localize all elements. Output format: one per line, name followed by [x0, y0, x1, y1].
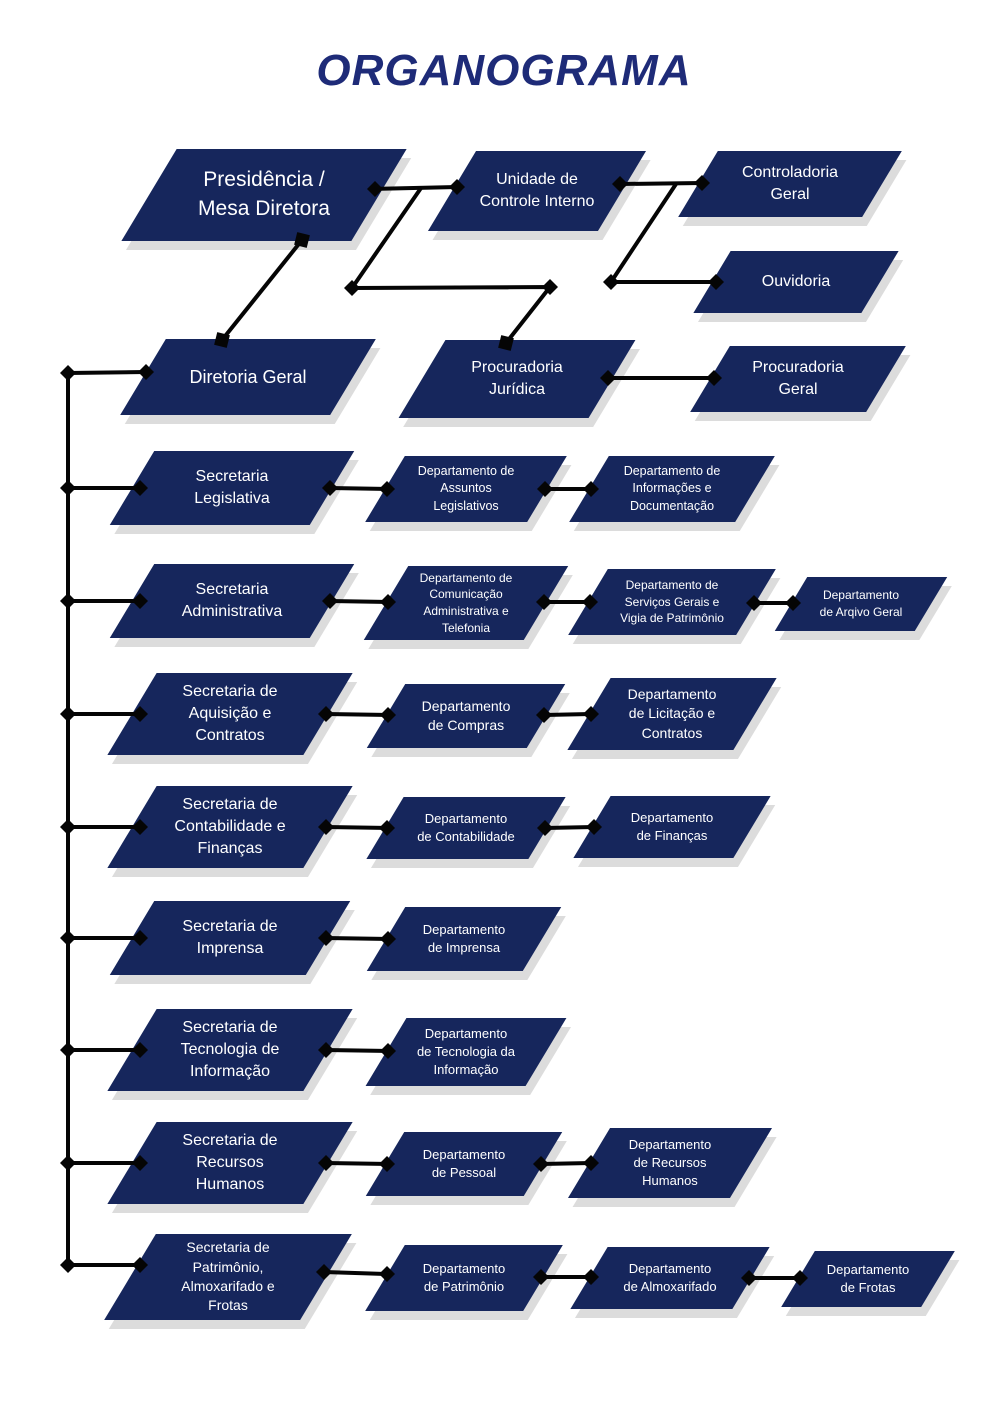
org-node-label: Departamento de Licitação e Contratos — [627, 686, 717, 741]
org-node-label: Secretaria Administrativa — [181, 580, 283, 620]
connector-line — [67, 370, 147, 375]
org-node-sec-aquisicao-contratos: Secretaria de Aquisição e Contratos — [107, 673, 353, 755]
org-node-label: Diretoria Geral — [189, 366, 307, 387]
org-node-dep-informacoes-documentacao: Departamento de Informações e Documentaç… — [569, 456, 775, 522]
org-node-procuradoria-juridica: Procuradoria Jurídica — [398, 340, 636, 418]
org-node-label: Departamento de Imprensa — [422, 922, 506, 955]
org-node-label: Unidade de Controle Interno — [479, 170, 595, 210]
org-node-label: Departamento de Finanças — [630, 810, 714, 843]
connector-line — [323, 1270, 388, 1276]
connector-line — [540, 1161, 592, 1166]
org-node-label: Departamento de Almoxarifado — [623, 1261, 717, 1294]
org-node-label: Departamento de Compras — [421, 697, 511, 733]
org-node-unidade-controle-interno: Unidade de Controle Interno — [427, 151, 647, 231]
org-node-label: Secretaria de Patrimônio, Almoxarifado e… — [181, 1239, 275, 1314]
org-node-presidencia: Presidência / Mesa Diretora — [121, 149, 407, 241]
diamond-endpoint-icon — [60, 819, 76, 835]
org-node-sec-tecnologia: Secretaria de Tecnologia de Informação — [107, 1009, 353, 1091]
org-node-label: Departamento de Contabilidade — [417, 811, 515, 844]
org-node-sec-contabilidade-financas: Secretaria de Contabilidade e Finanças — [107, 786, 353, 868]
org-node-sec-patrimonio: Secretaria de Patrimônio, Almoxarifado e… — [104, 1234, 352, 1320]
org-node-dep-comunicacao: Departamento de Comunicação Administrati… — [363, 566, 569, 640]
org-node-label: Procuradoria Jurídica — [471, 358, 563, 398]
org-node-label: Secretaria de Recursos Humanos — [182, 1131, 278, 1194]
org-node-label: Departamento de Comunicação Administrati… — [419, 570, 513, 635]
org-node-dep-arqivo-geral: Departamento de Arqivo Geral — [774, 577, 948, 631]
org-node-dep-licitacao-contratos: Departamento de Licitação e Contratos — [567, 678, 777, 750]
org-node-sec-administrativa: Secretaria Administrativa — [109, 564, 355, 638]
diamond-endpoint-icon — [60, 365, 76, 381]
org-node-dep-compras: Departamento de Compras — [366, 684, 566, 748]
org-node-label: Departamento de Assuntos Legislativos — [417, 464, 515, 513]
org-node-dep-servicos-gerais: Departamento de Serviços Gerais e Vigia … — [568, 569, 776, 635]
org-node-label: Departamento de Recursos Humanos — [628, 1137, 712, 1188]
connector-line — [325, 1048, 389, 1053]
connector-line — [543, 712, 592, 717]
org-node-ouvidoria: Ouvidoria — [693, 251, 899, 313]
connector-line — [325, 1161, 388, 1166]
connector-line — [325, 712, 389, 717]
org-node-dep-patrimonio: Departamento de Patrimônio — [365, 1245, 563, 1311]
connector-line — [619, 181, 703, 186]
diamond-endpoint-icon — [60, 1257, 76, 1273]
org-node-dep-assuntos-legislativos: Departamento de Assuntos Legislativos — [365, 456, 567, 522]
diamond-endpoint-icon — [542, 279, 558, 295]
org-node-label: Departamento de Informações e Documentaç… — [623, 464, 721, 513]
diamond-endpoint-icon — [60, 480, 76, 496]
org-node-label: Secretaria Legislativa — [194, 467, 270, 507]
org-node-label: Departamento de Arqivo Geral — [819, 588, 903, 619]
org-node-label: Presidência / Mesa Diretora — [198, 168, 330, 220]
org-node-label: Procuradoria Geral — [752, 358, 844, 398]
org-node-label: Secretaria de Tecnologia de Informação — [180, 1018, 280, 1081]
org-node-procuradoria-geral: Procuradoria Geral — [690, 346, 906, 412]
org-node-label: Departamento de Patrimônio — [422, 1261, 506, 1294]
org-node-label: Departamento de Serviços Gerais e Vigia … — [620, 578, 724, 626]
org-node-label: Controladoria Geral — [741, 163, 839, 203]
org-node-dep-pessoal: Departamento de Pessoal — [365, 1132, 563, 1196]
diamond-endpoint-icon — [603, 274, 619, 290]
org-node-label: Secretaria de Aquisição e Contratos — [182, 682, 278, 745]
org-node-dep-financas: Departamento de Finanças — [573, 796, 771, 858]
org-node-dep-recursos-humanos: Departamento de Recursos Humanos — [567, 1128, 773, 1198]
connector-line — [220, 238, 304, 342]
diamond-endpoint-icon — [60, 706, 76, 722]
connector-line — [372, 185, 458, 191]
org-node-dep-frotas: Departamento de Frotas — [781, 1251, 955, 1307]
org-node-dep-almoxarifado: Departamento de Almoxarifado — [570, 1247, 770, 1309]
org-node-dep-imprensa: Departamento de Imprensa — [366, 907, 562, 971]
org-node-label: Secretaria de Contabilidade e Finanças — [174, 795, 286, 858]
org-node-label: Departamento de Frotas — [826, 1262, 910, 1295]
connector-line — [329, 486, 388, 491]
diamond-endpoint-icon — [344, 280, 360, 296]
org-node-dep-tecnologia: Departamento de Tecnologia da Informação — [365, 1018, 567, 1086]
connector-line — [325, 825, 388, 830]
org-node-dep-contabilidade: Departamento de Contabilidade — [366, 797, 566, 859]
connector-line — [325, 936, 389, 941]
org-node-sec-imprensa: Secretaria de Imprensa — [109, 901, 351, 975]
org-node-sec-recursos-humanos: Secretaria de Recursos Humanos — [107, 1122, 353, 1204]
diamond-endpoint-icon — [60, 1155, 76, 1171]
diamond-endpoint-icon — [60, 930, 76, 946]
org-node-label: Secretaria de Imprensa — [182, 917, 278, 957]
org-node-label: Departamento de Pessoal — [422, 1147, 506, 1180]
org-node-diretoria-geral: Diretoria Geral — [120, 339, 376, 415]
org-node-label: Departamento de Tecnologia da Informação — [416, 1026, 516, 1077]
org-node-label: Ouvidoria — [761, 272, 831, 290]
org-node-sec-legislativa: Secretaria Legislativa — [109, 451, 355, 525]
diamond-endpoint-icon — [60, 593, 76, 609]
connector-line — [544, 825, 595, 830]
diamond-endpoint-icon — [60, 1042, 76, 1058]
org-node-controladoria-geral: Controladoria Geral — [678, 151, 902, 217]
page-title: ORGANOGRAMA — [316, 46, 692, 95]
connector-line — [329, 599, 389, 604]
